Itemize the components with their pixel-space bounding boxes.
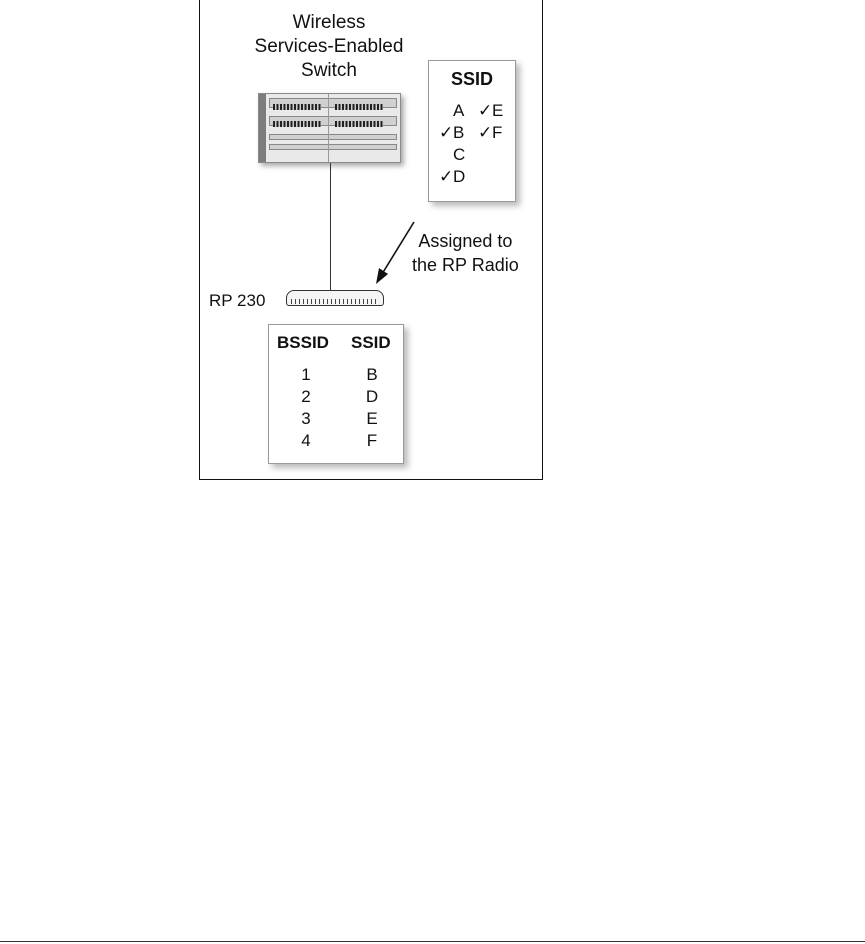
ssid-item: C: [453, 145, 466, 164]
ssid-item: A: [453, 101, 465, 120]
ssid-cell: B: [366, 365, 378, 384]
check-icon: ✓: [439, 123, 454, 142]
radio-port-label: RP 230: [209, 291, 266, 310]
switch-icon: [258, 93, 401, 163]
assignment-label: Assigned to the RP Radio: [412, 229, 519, 277]
diagram-frame: [199, 0, 543, 480]
switch-label-line: Services-Enabled: [254, 36, 404, 57]
assignment-label-line: the RP Radio: [412, 255, 519, 275]
bssid-cell: 2: [301, 387, 311, 406]
uplink-cable: [330, 163, 331, 291]
ssid-item: ✓E: [478, 101, 504, 120]
bssid-cell: 4: [301, 431, 311, 450]
assignment-arrow: [376, 221, 415, 284]
assignment-label-line: Assigned to: [418, 231, 513, 251]
ssid-cell: F: [366, 431, 378, 450]
bssid-table-header: BSSID: [277, 333, 329, 352]
ssid-cell: D: [365, 387, 379, 406]
page-bottom-rule: [0, 941, 865, 942]
check-icon: ✓: [439, 167, 454, 186]
ssid-list-title: SSID: [450, 69, 493, 89]
switch-label-line: Switch: [301, 60, 357, 81]
ssid-cell: E: [366, 409, 378, 428]
radio-port-icon: [286, 290, 384, 306]
bssid-table: BSSID SSID 1 B 2 D 3 E 4 F: [268, 324, 404, 464]
bssid-cell: 1: [301, 365, 311, 384]
check-icon: ✓: [478, 123, 493, 142]
ssid-list-card: SSID A ✓B C ✓D ✓E ✓F: [428, 60, 516, 202]
ssid-item: ✓F: [478, 123, 503, 142]
switch-label: Wireless Services-Enabled Switch: [244, 11, 414, 83]
ssid-item: ✓B: [439, 123, 465, 142]
ssid-item: ✓D: [439, 167, 466, 186]
check-icon: ✓: [478, 101, 493, 120]
bssid-cell: 3: [301, 409, 311, 428]
switch-label-line: Wireless: [292, 12, 366, 33]
bssid-table-header: SSID: [351, 333, 391, 352]
